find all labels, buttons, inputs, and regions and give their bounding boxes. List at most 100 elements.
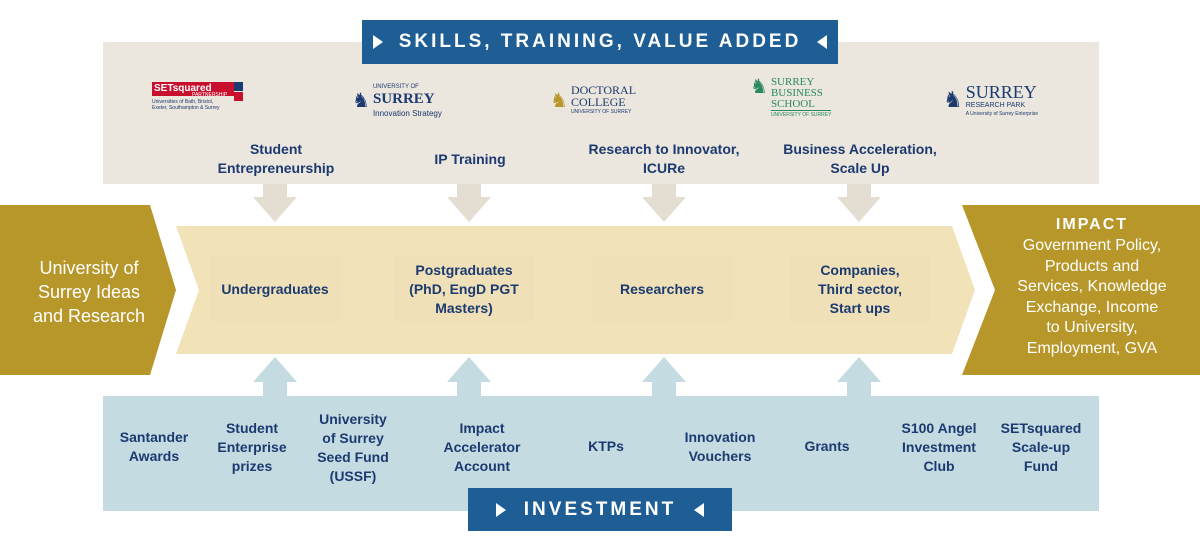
impact-line: Services, Knowledge (1017, 278, 1167, 295)
source-line: University of (39, 258, 139, 278)
impact-line: Employment, GVA (1026, 339, 1158, 357)
investment-banner-label: INVESTMENT (523, 498, 677, 520)
impact-line: Government Policy, (1022, 237, 1162, 254)
down-arrow-2 (447, 184, 491, 222)
source-chevron (0, 205, 176, 375)
investment-line: (USSF) (329, 468, 377, 484)
investment-innovation-vouchers: Innovation Vouchers (665, 428, 775, 466)
stage-line: Third sector, (817, 280, 903, 297)
investment-student-prizes: Student Enterprise prizes (197, 419, 307, 476)
development-band (176, 226, 975, 354)
investment-line: Account (454, 458, 510, 474)
innovation-strategy-caption: Innovation Strategy (372, 108, 442, 118)
stage-line: Companies, (820, 261, 900, 278)
investment-s100-angel: S100 Angel Investment Club (884, 419, 994, 476)
setsquared-name: SETsquared (154, 83, 212, 94)
triangle-left-icon (817, 35, 828, 49)
doctoral-college-line2: COLLEGE (570, 95, 626, 109)
business-school-caption: UNIVERSITY OF SURREY (770, 110, 832, 118)
skill-label-2: IP Training (370, 150, 570, 169)
down-arrow-4 (837, 184, 881, 222)
impact-line: Products and (1044, 257, 1140, 275)
investment-banner: INVESTMENT (468, 488, 732, 531)
impact-chevron (962, 205, 1200, 375)
impact-line: to University, (1046, 319, 1138, 336)
investment-line: Accelerator (443, 439, 521, 455)
investment-santander: Santander Awards (99, 428, 209, 466)
triangle-right-icon (372, 35, 383, 49)
investment-line: Awards (128, 448, 180, 464)
innovation-strategy-name: SURREY (372, 90, 435, 107)
investment-ktps: KTPs (551, 437, 661, 456)
doctoral-college-logo: ♞ DOCTORAL COLLEGE UNIVERSITY OF SURREY (550, 76, 636, 124)
stage-postgraduates: Postgraduates (PhD, EngD PGT Masters) (394, 256, 534, 322)
investment-line: Scale-up (1011, 439, 1071, 455)
skill-line: Research to Innovator, (588, 141, 740, 157)
skill-line: IP Training (434, 151, 506, 167)
impact-block: IMPACT Government Policy, Products and S… (1000, 214, 1184, 359)
down-arrow-1 (253, 184, 297, 222)
investment-grants: Grants (772, 437, 882, 456)
skills-panel (103, 42, 1099, 184)
up-arrow-3 (642, 357, 686, 396)
source-label: University of Surrey Ideas and Research (14, 256, 164, 328)
skill-line: Scale Up (830, 160, 890, 176)
investment-ussf: University of Surrey Seed Fund (USSF) (298, 410, 408, 486)
doctoral-college-line1: DOCTORAL (570, 83, 637, 97)
research-park-logo: ♞ SURREY RESEARCH PARK A University of S… (943, 76, 1038, 124)
stag-icon: ♞ (352, 89, 370, 112)
investment-line: Investment (902, 439, 976, 455)
skill-label-1: Student Entrepreneurship (176, 140, 376, 178)
investment-line: prizes (231, 458, 273, 474)
setsquared-sub: PARTNERSHIP (192, 92, 228, 98)
skills-banner: SKILLS, TRAINING, VALUE ADDED (362, 20, 838, 64)
research-park-name: SURREY (965, 81, 1037, 102)
investment-line: Impact (459, 420, 505, 436)
investment-line: Innovation (684, 429, 756, 445)
skills-banner-label: SKILLS, TRAINING, VALUE ADDED (398, 31, 802, 52)
investment-line: Vouchers (688, 448, 752, 464)
skill-label-3: Research to Innovator, ICURe (564, 140, 764, 178)
investment-line: SETsquared (1000, 420, 1082, 436)
stage-companies: Companies, Third sector, Start ups (790, 256, 930, 322)
triangle-right-icon (495, 502, 506, 517)
investment-setsquared-scaleup: SETsquared Scale-up Fund (986, 419, 1096, 476)
skill-line: Student (249, 141, 303, 157)
investment-line: Fund (1023, 458, 1059, 474)
up-arrow-2 (447, 357, 491, 396)
setsquared-caption: Universities of Bath, Bristol, Exeter, S… (152, 99, 220, 111)
setsquared-logo: SETsquared PARTNERSHIP Universities of B… (152, 76, 247, 124)
triangle-left-icon (694, 502, 705, 517)
source-line: Surrey Ideas (37, 282, 141, 302)
stage-line: Undergraduates (221, 280, 329, 297)
business-school-line2: BUSINESS (770, 87, 823, 99)
stage-line: Researchers (619, 280, 705, 297)
skill-line: ICURe (642, 160, 685, 176)
down-arrow-3 (642, 184, 686, 222)
investment-line: S100 Angel (901, 420, 977, 436)
investment-line: of Surrey (322, 430, 384, 446)
skill-label-4: Business Acceleration, Scale Up (760, 140, 960, 178)
business-school-logo: ♞ SURREY BUSINESS SCHOOL UNIVERSITY OF S… (750, 74, 832, 122)
stage-line: Postgraduates (415, 261, 513, 278)
innovation-strategy-top: UNIVERSITY OF (372, 83, 419, 90)
research-park-caption: A University of Surrey Enterprise (965, 110, 1038, 117)
impact-line: Exchange, Income (1025, 298, 1159, 316)
investment-line: KTPs (588, 438, 624, 454)
stage-line: (PhD, EngD PGT (409, 280, 519, 297)
research-park-sub: RESEARCH PARK (965, 101, 1026, 109)
up-arrow-4 (837, 357, 881, 396)
up-arrow-1 (253, 357, 297, 396)
doctoral-college-caption: UNIVERSITY OF SURREY (570, 109, 632, 115)
source-line: and Research (32, 306, 146, 326)
stag-icon: ♞ (943, 87, 963, 112)
stag-icon: ♞ (550, 89, 568, 112)
stage-line: Start ups (829, 299, 891, 316)
investment-line: Student (225, 420, 279, 436)
skill-line: Business Acceleration, (783, 141, 937, 157)
skill-line: Entrepreneurship (217, 160, 335, 176)
stage-undergraduates: Undergraduates (210, 256, 340, 322)
innovation-strategy-logo: ♞ UNIVERSITY OF SURREY Innovation Strate… (352, 76, 442, 124)
stage-line: Masters) (435, 299, 493, 316)
